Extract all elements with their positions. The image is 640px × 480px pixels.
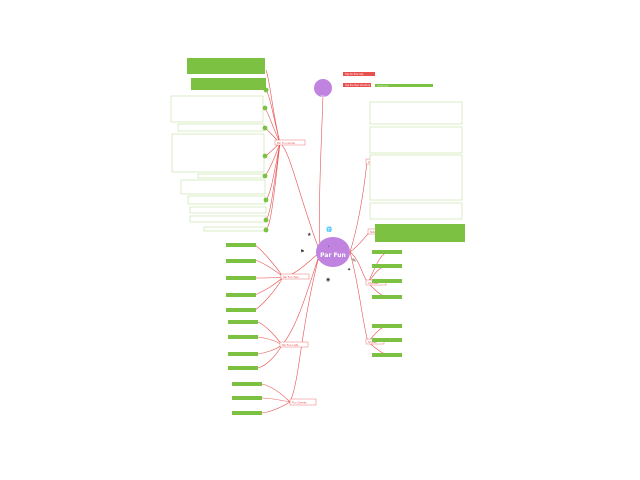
node-bullet bbox=[263, 197, 269, 203]
topic-bar[interactable] bbox=[228, 366, 258, 370]
note-block[interactable] bbox=[375, 224, 465, 242]
tips-title: Tips bbox=[321, 95, 327, 98]
node-bullet bbox=[263, 87, 269, 93]
node-bullet bbox=[262, 153, 268, 159]
left-guide-note-blocks bbox=[170, 58, 269, 233]
topic-bar[interactable] bbox=[372, 250, 402, 254]
chart-icon: ◉ bbox=[326, 277, 330, 283]
left-sub-bars bbox=[226, 243, 262, 415]
node-bullet bbox=[263, 217, 269, 223]
topic-bar[interactable] bbox=[232, 411, 262, 415]
tips-item-1[interactable] bbox=[343, 72, 375, 76]
pin-icon: ✎ bbox=[352, 258, 356, 264]
note-block bbox=[369, 126, 463, 154]
node-bullet bbox=[262, 125, 268, 131]
left-branch-lists[interactable]: Par Fun Lists bbox=[279, 341, 309, 348]
central-icon: ✈ bbox=[328, 245, 330, 248]
topic-bar[interactable] bbox=[226, 259, 256, 263]
topic-bar[interactable] bbox=[226, 293, 256, 297]
note-block bbox=[180, 179, 266, 195]
topic-bar[interactable] bbox=[228, 352, 258, 356]
topic-bar[interactable] bbox=[372, 353, 402, 357]
note-block bbox=[369, 154, 463, 201]
star-icon: ★ bbox=[307, 232, 312, 238]
right-intro-note-blocks bbox=[369, 101, 465, 242]
left-branch-guide-label: Par Fun Guide bbox=[277, 141, 295, 145]
tips-item-2[interactable] bbox=[343, 83, 371, 87]
right-branch-notes-label: Notes bbox=[370, 230, 378, 234]
left-branch-games[interactable]: Fun Games bbox=[289, 398, 317, 406]
tips-item-2-label: Use the topic structure bbox=[345, 84, 371, 87]
note-block bbox=[369, 101, 463, 125]
note-block bbox=[189, 215, 267, 223]
topic-bar[interactable] bbox=[372, 338, 402, 342]
topic-bar[interactable] bbox=[226, 308, 256, 312]
central-topic-title: Par Fun bbox=[320, 252, 346, 259]
right-sub-bars bbox=[372, 250, 402, 357]
node-bullet bbox=[262, 105, 268, 111]
topic-bar[interactable] bbox=[232, 382, 262, 386]
node-bullet bbox=[262, 173, 268, 179]
note-block bbox=[203, 226, 267, 232]
left-branch-games-label: Fun Games bbox=[292, 401, 307, 405]
left-branch-tips[interactable]: Par Fun Tips bbox=[280, 273, 310, 280]
note-block bbox=[177, 123, 265, 132]
topic-bar[interactable] bbox=[372, 264, 402, 268]
tips-item-3[interactable] bbox=[375, 84, 433, 87]
note-block bbox=[369, 202, 463, 220]
note-block bbox=[171, 133, 265, 173]
topic-bar[interactable] bbox=[226, 276, 256, 280]
topic-bar[interactable] bbox=[228, 320, 258, 324]
note-block[interactable] bbox=[187, 58, 265, 74]
bulb-icon: ✦ bbox=[347, 267, 351, 273]
topic-bar[interactable] bbox=[372, 295, 402, 299]
tips-node[interactable]: Tips Tips for this map Use the topic str… bbox=[314, 72, 433, 98]
topic-bar[interactable] bbox=[232, 396, 262, 400]
topic-bar[interactable] bbox=[372, 279, 402, 283]
globe-icon: 🌐 bbox=[326, 226, 332, 233]
note-block bbox=[187, 195, 266, 205]
node-bullet bbox=[263, 227, 269, 233]
topic-bar[interactable] bbox=[228, 335, 258, 339]
note-block bbox=[189, 206, 267, 214]
note-block bbox=[170, 95, 264, 123]
flag-icon: ⚑ bbox=[300, 249, 304, 255]
left-branch-tips-label: Par Fun Tips bbox=[283, 275, 299, 279]
note-block bbox=[197, 173, 265, 179]
left-branch-guide[interactable]: Par Fun Guide bbox=[274, 139, 306, 146]
topic-bar[interactable] bbox=[226, 243, 256, 247]
note-block[interactable] bbox=[191, 78, 266, 90]
center-icons: 🌐 ★ ⚑ ✎ ◉ ✦ bbox=[300, 226, 356, 283]
central-topic[interactable]: Par Fun ✈ bbox=[316, 237, 350, 267]
tips-item-1-label: Tips for this map bbox=[345, 73, 364, 76]
topic-bar[interactable] bbox=[372, 324, 402, 328]
tips-item-3-label: Linked note bbox=[377, 85, 389, 88]
left-branch-lists-label: Par Fun Lists bbox=[282, 343, 299, 347]
